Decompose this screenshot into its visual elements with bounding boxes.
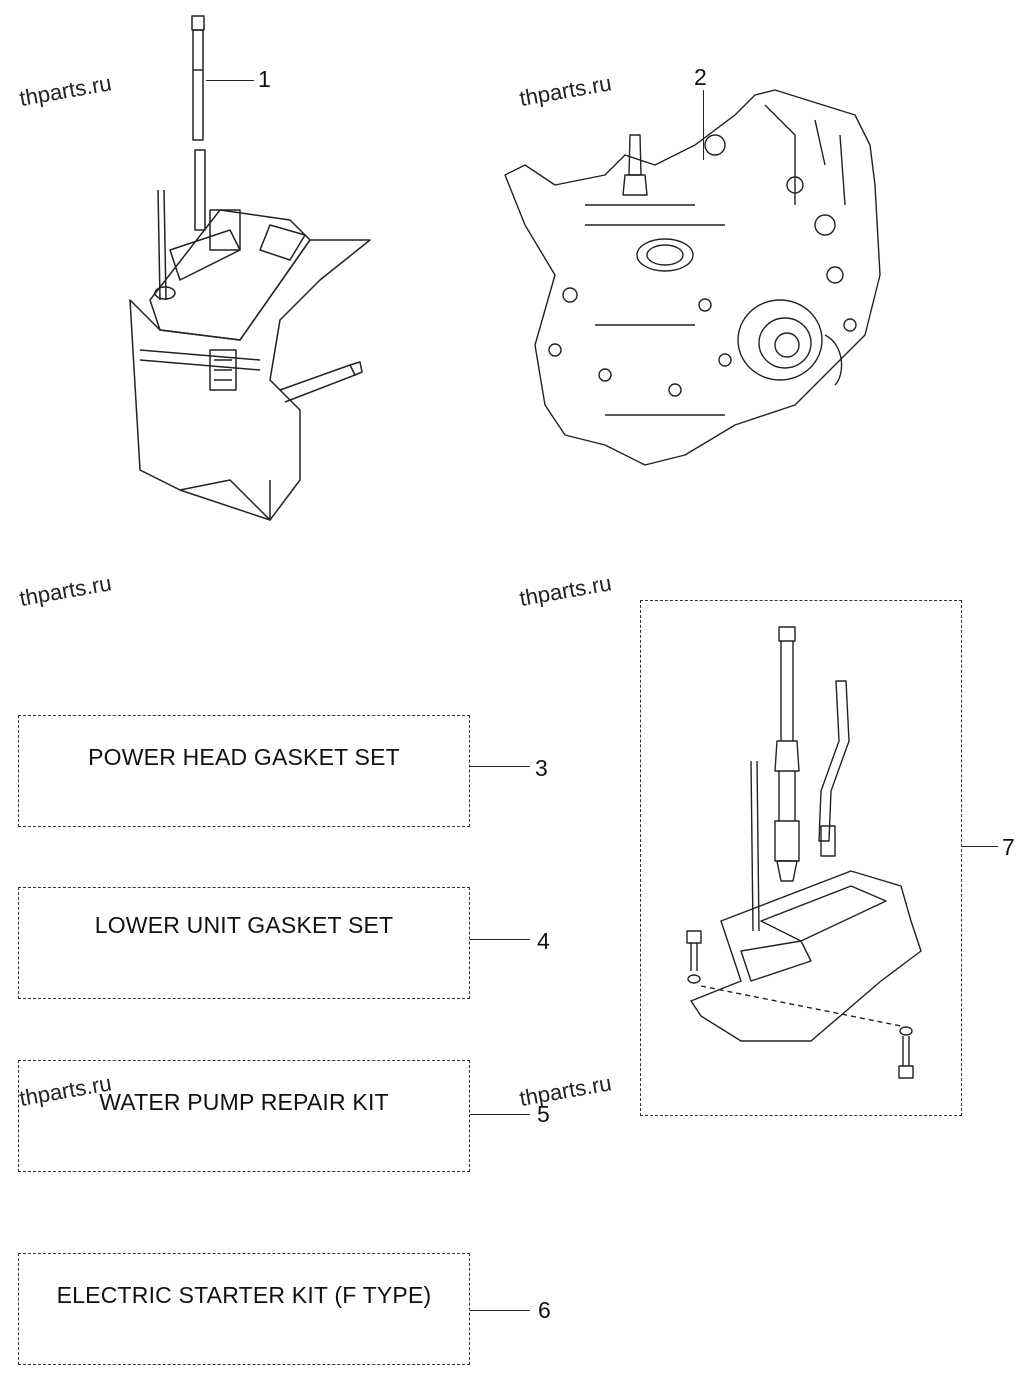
watermark: thparts.ru [517, 570, 614, 612]
callout-3: 3 [535, 755, 548, 781]
kit-box-electric-starter-kit: ELECTRIC STARTER KIT (F TYPE) [18, 1253, 470, 1365]
leader-line [962, 846, 998, 847]
kit-box-water-pump-repair-kit: WATER PUMP REPAIR KIT [18, 1060, 470, 1172]
leader-line [470, 939, 530, 940]
kit-box-power-head-gasket-set: POWER HEAD GASKET SET [18, 715, 470, 827]
callout-2: 2 [694, 64, 707, 90]
callout-5: 5 [537, 1101, 550, 1127]
leader-line [703, 90, 704, 160]
kit-label: ELECTRIC STARTER KIT (F TYPE) [56, 1282, 432, 1308]
lower-unit-icon [129, 15, 371, 521]
leader-line [206, 80, 254, 81]
callout-7: 7 [1002, 834, 1015, 860]
callout-4: 4 [537, 928, 550, 954]
leader-line [470, 766, 530, 767]
watermark: thparts.ru [17, 70, 114, 112]
leader-line [470, 1114, 530, 1115]
callout-1: 1 [258, 66, 271, 92]
kit-label: POWER HEAD GASKET SET [88, 744, 400, 770]
watermark: thparts.ru [517, 1070, 614, 1112]
kit-label: LOWER UNIT GASKET SET [94, 912, 394, 938]
watermark: thparts.ru [17, 570, 114, 612]
kit-box-upper-casing-assembly [640, 600, 962, 1116]
callout-6: 6 [538, 1297, 551, 1323]
leader-line [470, 1310, 530, 1311]
upper-casing-assembly-icon [686, 626, 922, 1079]
power-head-icon [504, 89, 881, 466]
kit-box-lower-unit-gasket-set: LOWER UNIT GASKET SET [18, 887, 470, 999]
kit-label: WATER PUMP REPAIR KIT [99, 1089, 389, 1115]
